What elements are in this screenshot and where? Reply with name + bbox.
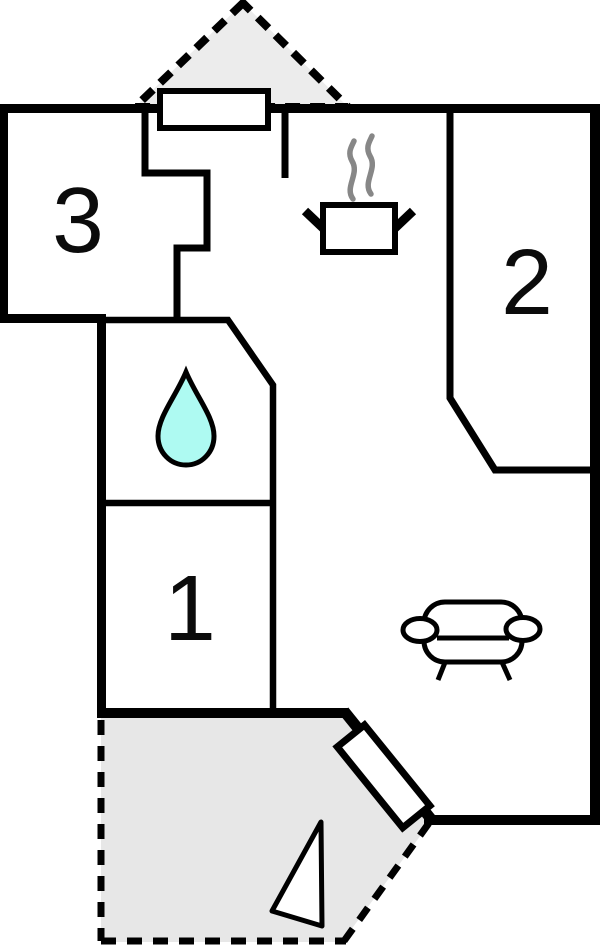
wall-left-upper [0,104,8,323]
wall-room2-left [446,108,592,474]
wall-bathroom [103,316,277,712]
room-3-label: 3 [52,168,104,272]
window-icon [157,88,271,131]
cooking-pot-icon [301,202,417,255]
wall-left-lower [97,314,106,718]
door-leaf-icon [332,719,435,833]
wall-room3-bottom [0,314,106,323]
terrace-dashed-border [97,720,432,945]
porch-area-top [135,3,348,107]
wall-right [590,104,600,825]
room-1-label: 1 [164,556,216,660]
room-2-label: 2 [501,230,553,334]
terrace-triangle-icon [269,819,325,929]
wall-bottom-right [424,815,600,825]
wall-bottom-room1 [97,708,348,718]
sofa-icon [400,599,543,682]
water-drop-icon [155,365,217,468]
steam-icon [347,133,376,202]
wall-hall-step [141,108,211,322]
terrace-area [101,713,432,942]
wall-top [0,104,600,113]
